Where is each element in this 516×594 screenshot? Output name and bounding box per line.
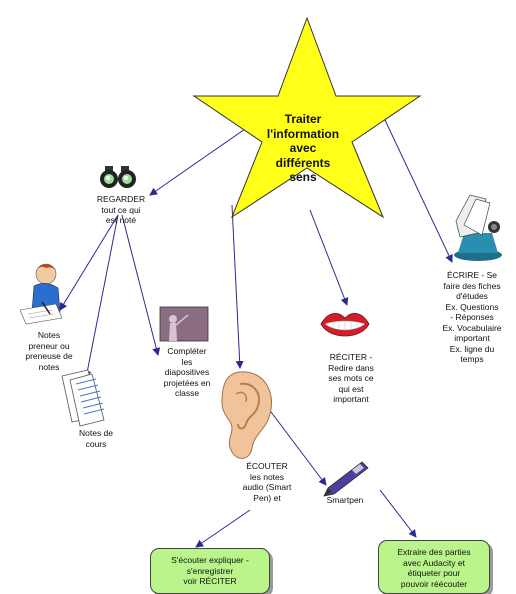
ecouter-label: ÉCOUTER les notes audio (Smart Pen) et bbox=[242, 461, 292, 503]
central-star bbox=[192, 16, 422, 219]
arrow-star-to-ecouter bbox=[231, 204, 244, 369]
arrow-star-to-ecrire bbox=[384, 119, 453, 263]
connectors bbox=[59, 119, 453, 548]
arrow-regarder-to-notes-cours bbox=[83, 214, 119, 379]
rolodex-icon bbox=[454, 194, 502, 261]
arrow-star-to-reciter bbox=[309, 209, 349, 306]
ecouter-box: S'écouter expliquer - s'enregistrer voir… bbox=[150, 548, 270, 594]
lips-icon bbox=[320, 313, 370, 337]
presentation-board-icon bbox=[159, 306, 209, 342]
arrow-smartpen-to-box bbox=[379, 489, 417, 538]
arrow-ear-to-smartpen bbox=[261, 399, 327, 486]
arrow-regarder-to-notes-preneur bbox=[59, 214, 119, 311]
arrow-ecouter-to-box bbox=[195, 509, 251, 548]
binoculars-icon bbox=[100, 166, 136, 188]
notes-cours-label: Notes de cours bbox=[78, 428, 114, 449]
paper-notes-icon bbox=[61, 369, 105, 427]
pen-icon bbox=[323, 461, 369, 497]
ear-icon bbox=[221, 371, 272, 459]
regarder-label: REGARDER tout ce qui est noté bbox=[96, 194, 146, 225]
arrow-regarder-to-completer bbox=[121, 214, 161, 356]
smartpen-label: Smartpen bbox=[326, 495, 364, 505]
student-writing-icon bbox=[19, 263, 63, 325]
ecrire-label: ÉCRIRE - Se faire des fiches d'études Ex… bbox=[442, 270, 502, 364]
completer-label: Compléter les diapositives projetées en … bbox=[163, 346, 211, 398]
arrow-star-to-regarder bbox=[149, 119, 259, 196]
notes-preneur-label: Notes preneur ou preneuse de notes bbox=[25, 330, 73, 372]
reciter-label: RÉCITER - Redire dans ses mots ce qui es… bbox=[328, 352, 374, 404]
audacity-box: Extraire des parties avec Audacity et ét… bbox=[378, 540, 490, 594]
central-title: Traiter l'information avec différents se… bbox=[266, 112, 340, 184]
